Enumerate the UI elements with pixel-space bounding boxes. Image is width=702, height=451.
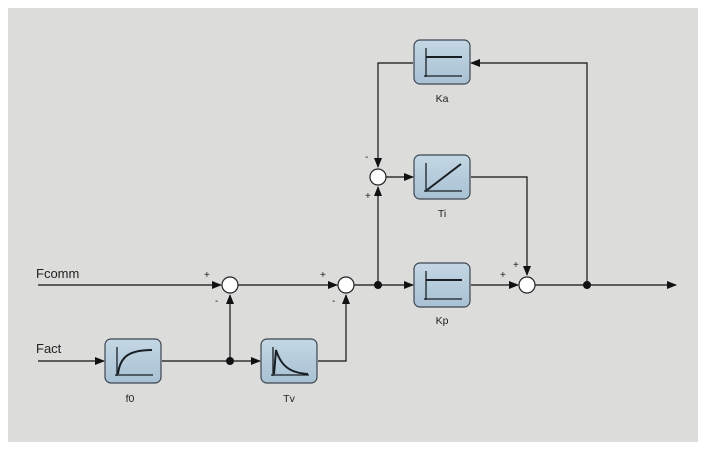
step-response-icon bbox=[424, 271, 462, 300]
block-label-ti: Ti bbox=[438, 208, 446, 220]
ramp-response-icon bbox=[424, 163, 462, 192]
signal-label-fact: Fact bbox=[36, 341, 62, 356]
derivative-decay-icon bbox=[271, 347, 309, 376]
branch-node bbox=[374, 281, 382, 289]
sign-sum4-plus-left: + bbox=[500, 270, 506, 281]
wire-ti-to-sum4 bbox=[471, 176, 531, 276]
branch-node bbox=[583, 281, 591, 289]
sign-sum2-minus: - bbox=[332, 296, 335, 307]
block-label-tv: Tv bbox=[283, 393, 295, 405]
first-order-lag-icon bbox=[115, 347, 153, 376]
sign-sum4-plus-top: + bbox=[513, 260, 519, 271]
summing-junction-2[interactable] bbox=[337, 276, 355, 294]
sign-sum1-plus: + bbox=[204, 270, 210, 281]
block-label-ka: Ka bbox=[436, 93, 449, 105]
summing-junction-1[interactable] bbox=[221, 276, 239, 294]
block-f0[interactable] bbox=[104, 338, 162, 384]
block-ti[interactable] bbox=[413, 154, 471, 200]
sign-sum3-plus: + bbox=[365, 191, 371, 202]
block-label-kp: Kp bbox=[436, 315, 449, 327]
summing-junction-4[interactable] bbox=[518, 276, 536, 294]
signal-label-fcomm: Fcomm bbox=[36, 266, 79, 281]
step-response-icon bbox=[424, 48, 462, 77]
block-label-f0: f0 bbox=[126, 393, 135, 405]
block-ka[interactable] bbox=[413, 39, 471, 85]
signal-wires bbox=[38, 59, 677, 365]
block-kp[interactable] bbox=[413, 262, 471, 308]
sign-sum2-plus: + bbox=[320, 270, 326, 281]
wire-output-to-ka bbox=[470, 59, 588, 285]
wire-tv-to-sum2 bbox=[318, 294, 350, 362]
sign-sum3-minus: - bbox=[365, 152, 368, 163]
block-tv[interactable] bbox=[260, 338, 318, 384]
wire-ka-to-sum3 bbox=[374, 62, 413, 168]
branch-node bbox=[226, 357, 234, 365]
summing-junction-3[interactable] bbox=[369, 168, 387, 186]
sign-sum1-minus: - bbox=[215, 296, 218, 307]
